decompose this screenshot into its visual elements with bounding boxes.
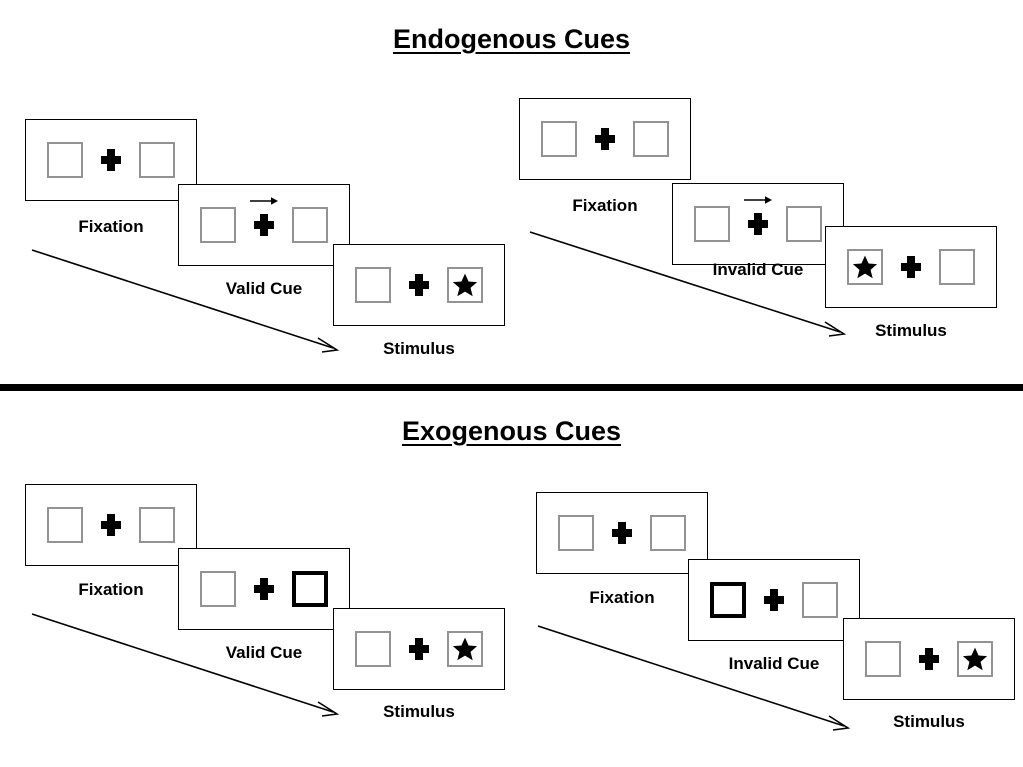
arrow-right-cue-icon bbox=[744, 196, 772, 204]
placeholder-box-left bbox=[47, 142, 83, 178]
stage-label-stimulus: Stimulus bbox=[893, 712, 965, 731]
fixation-cross-icon bbox=[101, 514, 121, 536]
fixation-cross-stack bbox=[409, 638, 429, 660]
frame-contents bbox=[355, 631, 483, 667]
fixation-cross-stack bbox=[919, 648, 939, 670]
fixation-cross-stack bbox=[901, 256, 921, 278]
placeholder-box-right bbox=[786, 206, 822, 242]
placeholder-box-left bbox=[200, 571, 236, 607]
frame-contents bbox=[558, 515, 686, 551]
trial-frame-invalid-cue[interactable] bbox=[672, 183, 844, 265]
placeholder-box-right bbox=[292, 207, 328, 243]
fixation-cross-stack bbox=[595, 128, 615, 150]
fixation-cross-stack bbox=[250, 197, 278, 236]
fixation-cross-icon bbox=[595, 128, 615, 150]
time-arrow-exogenous-invalid bbox=[537, 625, 851, 731]
arrow-right-cue-icon bbox=[250, 197, 278, 205]
section-divider bbox=[0, 384, 1023, 391]
fixation-cross-icon bbox=[409, 274, 429, 296]
fixation-cross-stack bbox=[764, 589, 784, 611]
trial-frame-fixation[interactable] bbox=[25, 484, 197, 566]
stage-label-fixation: Fixation bbox=[78, 217, 144, 236]
fixation-cross-stack bbox=[101, 149, 121, 171]
section-title-exogenous: Exogenous Cues bbox=[401, 416, 622, 446]
placeholder-box-right bbox=[447, 267, 483, 303]
fixation-cross-icon bbox=[919, 648, 939, 670]
fixation-cross-stack bbox=[744, 196, 772, 235]
frame-contents bbox=[847, 249, 975, 285]
placeholder-box-left bbox=[694, 206, 730, 242]
placeholder-box-right bbox=[939, 249, 975, 285]
section-title-endogenous: Endogenous Cues bbox=[392, 24, 630, 54]
fixation-cross-icon bbox=[101, 149, 121, 171]
stage-label-stimulus: Stimulus bbox=[383, 702, 455, 721]
frame-contents bbox=[694, 196, 822, 242]
placeholder-box-left bbox=[558, 515, 594, 551]
frame-contents bbox=[200, 197, 328, 243]
placeholder-box-right bbox=[957, 641, 993, 677]
trial-frame-invalid-cue[interactable] bbox=[688, 559, 860, 641]
fixation-cross-stack bbox=[101, 514, 121, 536]
frame-contents bbox=[865, 641, 993, 677]
placeholder-box-right bbox=[139, 142, 175, 178]
stage-label-fixation: Fixation bbox=[572, 196, 638, 215]
frame-contents bbox=[710, 582, 838, 618]
stage-label-fixation: Fixation bbox=[589, 588, 655, 607]
stage-label-fixation: Fixation bbox=[78, 580, 144, 599]
star-stimulus-icon bbox=[852, 255, 878, 279]
fixation-cross-icon bbox=[901, 256, 921, 278]
trial-frame-stimulus[interactable] bbox=[843, 618, 1015, 700]
placeholder-box-left bbox=[47, 507, 83, 543]
placeholder-box-right bbox=[633, 121, 669, 157]
time-arrow-exogenous-valid bbox=[31, 613, 340, 717]
placeholder-box-left bbox=[541, 121, 577, 157]
placeholder-box-right bbox=[447, 631, 483, 667]
fixation-cross-stack bbox=[254, 578, 274, 600]
frame-contents bbox=[47, 142, 175, 178]
star-stimulus-icon bbox=[962, 647, 988, 671]
placeholder-box-left bbox=[355, 631, 391, 667]
fixation-cross-icon bbox=[764, 589, 784, 611]
frame-contents bbox=[541, 121, 669, 157]
frame-contents bbox=[200, 571, 328, 607]
stage-label-valid-cue: Valid Cue bbox=[225, 279, 303, 298]
fixation-cross-stack bbox=[409, 274, 429, 296]
fixation-cross-stack bbox=[612, 522, 632, 544]
stage-label-stimulus: Stimulus bbox=[383, 339, 455, 358]
stage-label-invalid-cue: Invalid Cue bbox=[712, 260, 804, 279]
fixation-cross-icon bbox=[409, 638, 429, 660]
fixation-cross-icon bbox=[612, 522, 632, 544]
trial-frame-stimulus[interactable] bbox=[825, 226, 997, 308]
fixation-cross-icon bbox=[748, 213, 768, 235]
cued-box-right bbox=[292, 571, 328, 607]
trial-frame-stimulus[interactable] bbox=[333, 244, 505, 326]
trial-frame-stimulus[interactable] bbox=[333, 608, 505, 690]
trial-frame-fixation[interactable] bbox=[25, 119, 197, 201]
trial-frame-fixation[interactable] bbox=[536, 492, 708, 574]
frame-contents bbox=[355, 267, 483, 303]
trial-frame-valid-cue[interactable] bbox=[178, 548, 350, 630]
fixation-cross-icon bbox=[254, 578, 274, 600]
placeholder-box-right bbox=[802, 582, 838, 618]
placeholder-box-left bbox=[847, 249, 883, 285]
placeholder-box-right bbox=[650, 515, 686, 551]
trial-frame-valid-cue[interactable] bbox=[178, 184, 350, 266]
placeholder-box-left bbox=[865, 641, 901, 677]
star-stimulus-icon bbox=[452, 273, 478, 297]
stage-label-valid-cue: Valid Cue bbox=[225, 643, 303, 662]
time-arrow-endogenous-valid bbox=[31, 249, 340, 353]
placeholder-box-left bbox=[355, 267, 391, 303]
placeholder-box-right bbox=[139, 507, 175, 543]
stage-label-stimulus: Stimulus bbox=[875, 321, 947, 340]
cued-box-left bbox=[710, 582, 746, 618]
star-stimulus-icon bbox=[452, 637, 478, 661]
trial-frame-fixation[interactable] bbox=[519, 98, 691, 180]
fixation-cross-icon bbox=[254, 214, 274, 236]
time-arrow-endogenous-invalid bbox=[529, 231, 847, 337]
frame-contents bbox=[47, 507, 175, 543]
placeholder-box-left bbox=[200, 207, 236, 243]
stage-label-invalid-cue: Invalid Cue bbox=[728, 654, 820, 673]
